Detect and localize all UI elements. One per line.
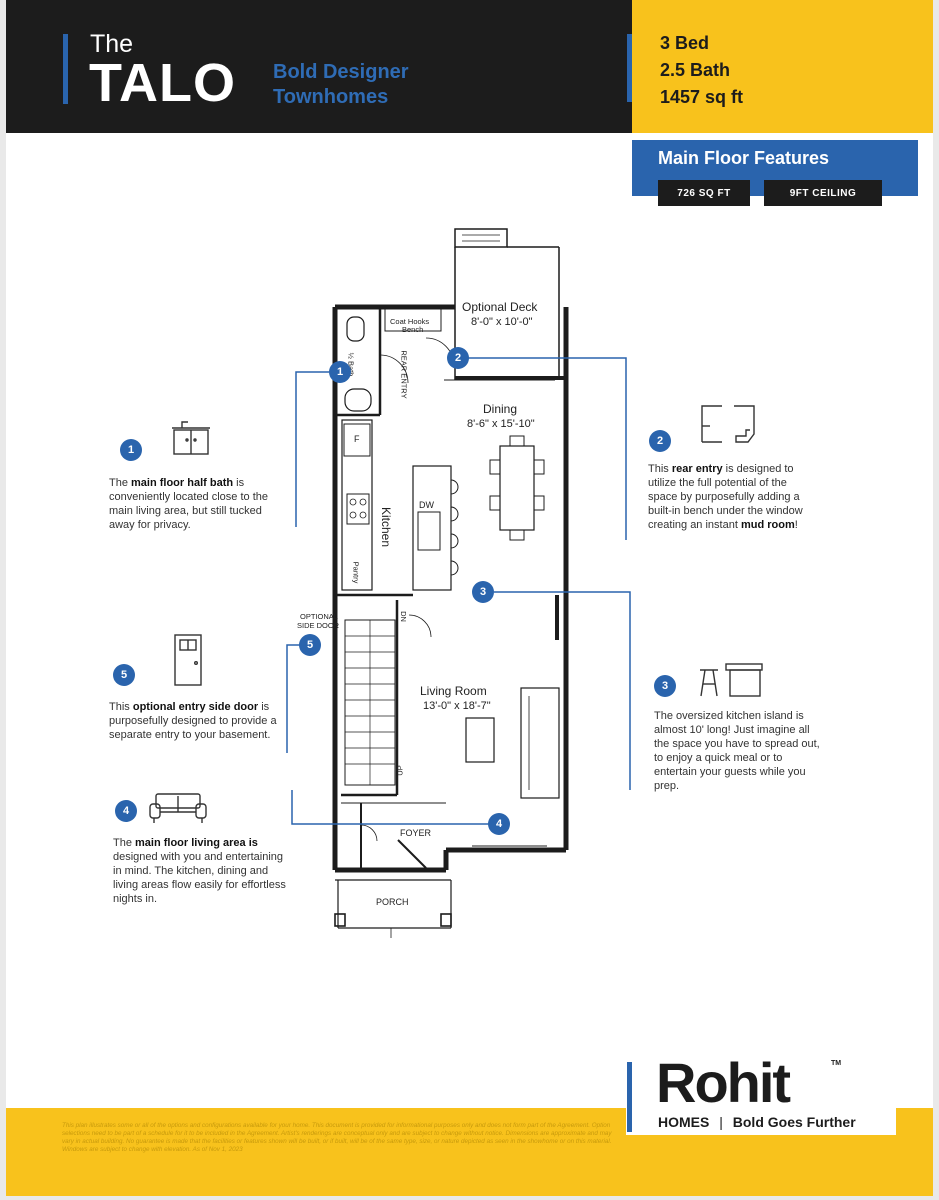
callout-5-text: This optional entry side door is purpose… [109,701,277,741]
sqft-chip: 726 SQ FT [658,180,750,206]
side-door-label-1: OPTIONAL [300,612,338,621]
callout-2-text: This rear entry is designed to utilize t… [648,463,803,531]
brand-logo: Rohit [656,1051,791,1114]
coffee-table [465,717,495,763]
plan-marker-5: 5 [299,634,321,656]
living-room-label: Living Room [420,684,487,698]
floorplan-sheet: The TALO Bold Designer Townhomes 3 Bed 2… [6,0,933,1196]
callout-leaders [286,357,631,825]
title-accent-bar [63,34,68,104]
bath-door [379,354,409,384]
foyer-label: FOYER [400,828,432,838]
dining-label: Dining [483,402,518,416]
kitchen-label: Kitchen [379,506,394,548]
ceiling-chip: 9FT CEILING [764,180,882,206]
tagline-line2: Townhomes [273,86,389,108]
kitchen-counter [341,419,373,591]
vanity-sink-icon [172,421,210,455]
front-door [397,839,427,869]
range [346,493,370,525]
header-dark-band [6,0,632,133]
mudroom-plan-icon [701,405,755,443]
plan-marker-3: 3 [472,581,494,603]
sink [344,388,372,412]
logo-accent-bar [627,1062,632,1132]
door-icon [174,634,202,686]
dining-table [499,445,535,531]
kitchen-island [412,465,452,591]
features-title: Main Floor Features [658,148,830,168]
fridge-label: F [354,434,360,444]
living-room-size: 13'-0" x 18'-7" [423,700,491,712]
callout-1-number: 1 [120,439,142,461]
plan-marker-4: 4 [488,813,510,835]
spec-area: 1457 sq ft [660,87,744,107]
pantry-label: Pantry [351,561,361,584]
toilet [346,316,365,342]
brand-slogan: HOMES | Bold Goes Further [658,1114,856,1130]
kitchen-island-stool-icon [700,663,763,697]
deck-stair [454,228,508,248]
stair-down-label: DN [398,611,408,622]
callout-2-number: 2 [649,430,671,452]
plan-marker-1: 1 [329,361,351,383]
callout-4-text: The main floor living area is designed w… [113,837,286,905]
porch-label: PORCH [376,897,409,907]
callout-5-number: 5 [113,664,135,686]
header-yellow-band [632,0,933,133]
rear-entry-label: REAR ENTRY [399,350,409,399]
callout-1-text: The main floor half bath is conveniently… [109,477,268,531]
disclaimer-text: This plan illustrates some or all of the… [62,1122,612,1153]
deck-label: Optional Deck [462,300,538,314]
dishwasher-label: DW [419,500,434,510]
plan-marker-2: 2 [447,347,469,369]
logo-panel [626,1060,896,1135]
bench-label: Bench [402,325,424,334]
deck-size: 8'-0" x 10'-0" [471,316,533,328]
model-name: TALO [89,53,236,113]
fridge [343,423,371,457]
title-prefix: The [90,30,134,58]
sofa-icon [149,793,207,823]
island-sink [417,511,441,551]
spec-baths: 2.5 Bath [660,60,731,80]
sofa [520,687,560,799]
trademark-mark: TM [831,1060,842,1067]
tagline-line1: Bold Designer [273,61,409,83]
side-door-label-2: SIDE DOOR [297,621,340,630]
callout-4-number: 4 [115,800,137,822]
spec-accent-bar [627,34,632,102]
floor-plan-drawing [286,228,631,938]
coat-hooks-label: Coat Hooks [390,317,430,326]
callout-3-text: The oversized kitchen island is almost 1… [654,710,820,792]
stair-up-label: UP [395,765,405,776]
dining-size: 8'-6" x 15'-10" [467,418,535,430]
spec-beds: 3 Bed [660,33,710,53]
callout-3-number: 3 [654,675,676,697]
